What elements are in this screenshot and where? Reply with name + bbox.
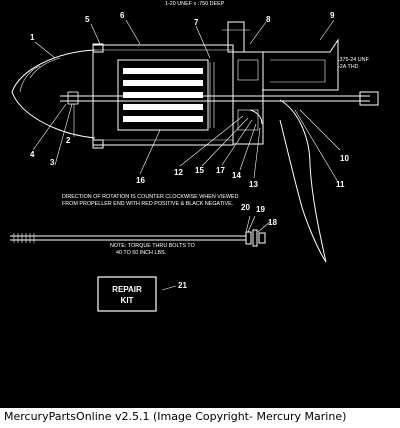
callout-10: 10	[340, 154, 349, 163]
armature-lamination	[123, 116, 203, 122]
callout-12: 12	[174, 168, 183, 177]
callout-18: 18	[268, 218, 277, 227]
callout-15: 15	[195, 166, 204, 175]
callout-9: 9	[330, 11, 335, 20]
torque-note-line2: 40 TO 50 INCH LBS.	[116, 250, 166, 256]
callout-6: 6	[120, 11, 125, 20]
callout-20: 20	[241, 203, 250, 212]
thrust-washer-shape	[67, 91, 79, 105]
repair-kit-box: REPAIR KIT	[97, 276, 157, 312]
armature-lamination	[123, 92, 203, 98]
nose-cone-shape	[11, 49, 96, 139]
shaft-shape	[60, 91, 379, 106]
callout-14: 14	[232, 171, 241, 180]
image-caption: MercuryPartsOnline v2.5.1 (Image Copyrig…	[4, 410, 347, 423]
torque-note-line1: NOTE: TORQUE THRU BOLTS TO	[110, 243, 195, 249]
callout-11: 11	[336, 180, 345, 189]
mounting-bracket-shape	[262, 38, 339, 263]
callout-8: 8	[266, 15, 271, 24]
callout-3: 3	[50, 158, 55, 167]
armature-shape	[117, 59, 215, 131]
callout-7: 7	[194, 18, 199, 27]
armature-lamination	[123, 80, 203, 86]
armature-lamination	[123, 68, 203, 74]
side-thread-label-line1: .375-24 UNF	[338, 57, 370, 63]
callout-16: 16	[136, 176, 145, 185]
rotation-note-line2: FROM PROPELLER END WITH RED POSITIVE & B…	[62, 201, 233, 207]
callout-2: 2	[66, 136, 71, 145]
callout-1: 1	[30, 33, 35, 42]
exploded-parts-diagram: 1-20 UNEF x .750 DEEP	[0, 0, 400, 408]
armature-lamination	[123, 104, 203, 110]
callout-19: 19	[256, 205, 265, 214]
callout-17: 17	[216, 166, 225, 175]
diagram-svg: 1-20 UNEF x .750 DEEP	[10, 1, 379, 312]
end-cap-shape	[222, 21, 264, 145]
callout-4: 4	[30, 150, 35, 159]
repair-kit-line1: REPAIR	[112, 285, 142, 294]
top-thread-label: 1-20 UNEF x .750 DEEP	[165, 1, 225, 7]
leader-lines	[32, 19, 341, 291]
callout-13: 13	[249, 180, 258, 189]
repair-kit-line2: KIT	[121, 296, 134, 305]
callout-5: 5	[85, 15, 90, 24]
thru-bolt-shape	[10, 229, 266, 247]
side-thread-label-line2: -2A THD	[338, 64, 359, 70]
rotation-note-line1: DIRECTION OF ROTATION IS COUNTER CLOCKWI…	[62, 194, 239, 200]
callout-21: 21	[178, 281, 187, 290]
